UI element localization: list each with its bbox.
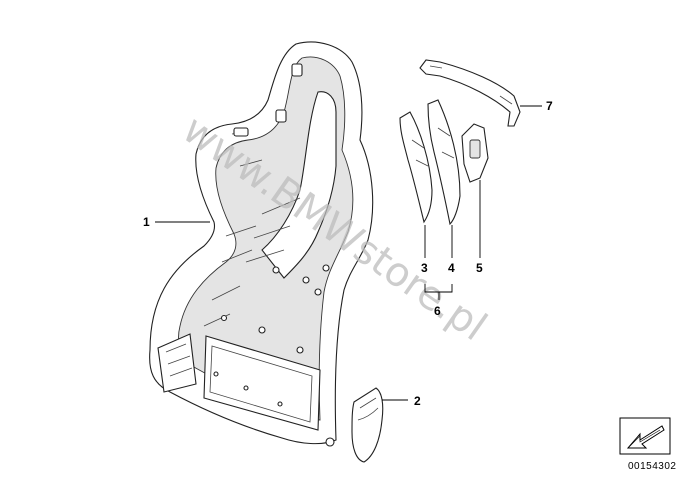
part-2-trim-cover [351,387,384,463]
part-5-cover [461,123,489,183]
callout-5: 5 [476,261,483,275]
diagram-reference-number: 00154302 [628,461,677,472]
arrow-icon [619,417,671,455]
callout-3: 3 [421,261,428,275]
callout-6: 6 [434,304,441,318]
callout-7: 7 [546,99,553,113]
part-4-cover [427,99,461,226]
callout-1: 1 [143,215,150,229]
leader-lines [155,105,542,401]
callout-4: 4 [448,261,455,275]
part-3-cover [399,111,433,224]
part-7-top-trim [419,59,521,127]
callout-2: 2 [414,394,421,408]
seat-backrest-frame [149,41,374,447]
